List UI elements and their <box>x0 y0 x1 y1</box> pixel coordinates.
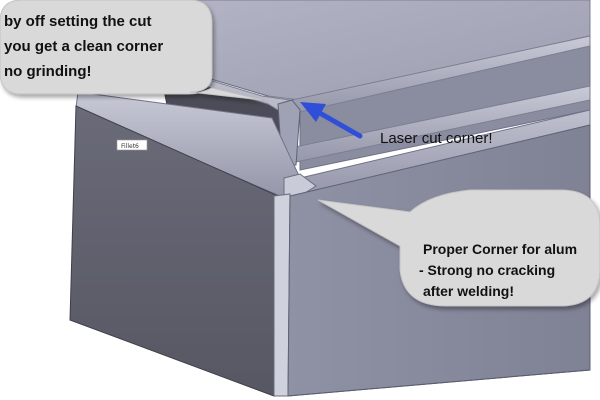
callout-top-left-line-2: you get a clean corner <box>4 38 163 55</box>
callout-right-line-2: - Strong no cracking <box>419 262 555 278</box>
callout-top-left-bubble <box>0 0 263 101</box>
callout-right <box>317 189 600 307</box>
box-top-flange-corner <box>283 173 317 197</box>
side-panel-bottom-edge <box>287 369 591 397</box>
callout-top-left <box>0 0 263 101</box>
laser-cut-arrow-shaft <box>315 109 363 139</box>
feature-tag-label: Fillet6 <box>121 143 139 150</box>
callout-top-left-line-1: by off setting the cut <box>4 13 152 30</box>
front-panel-bend-edge <box>273 193 291 397</box>
laser-cut-arrow-head <box>300 102 326 122</box>
laser-cut-arrow <box>300 102 363 139</box>
callout-right-line-3: after welding! <box>423 283 514 299</box>
callout-top-left-line-3: no grinding! <box>4 63 91 80</box>
callout-right-line-1: Proper Corner for alum <box>423 241 577 257</box>
callout-right-bubble <box>317 189 600 307</box>
feature-tag-box <box>116 139 148 151</box>
laser-cut-label: Laser cut corner! <box>380 130 493 147</box>
feature-tag[interactable]: Fillet6 <box>116 139 148 151</box>
